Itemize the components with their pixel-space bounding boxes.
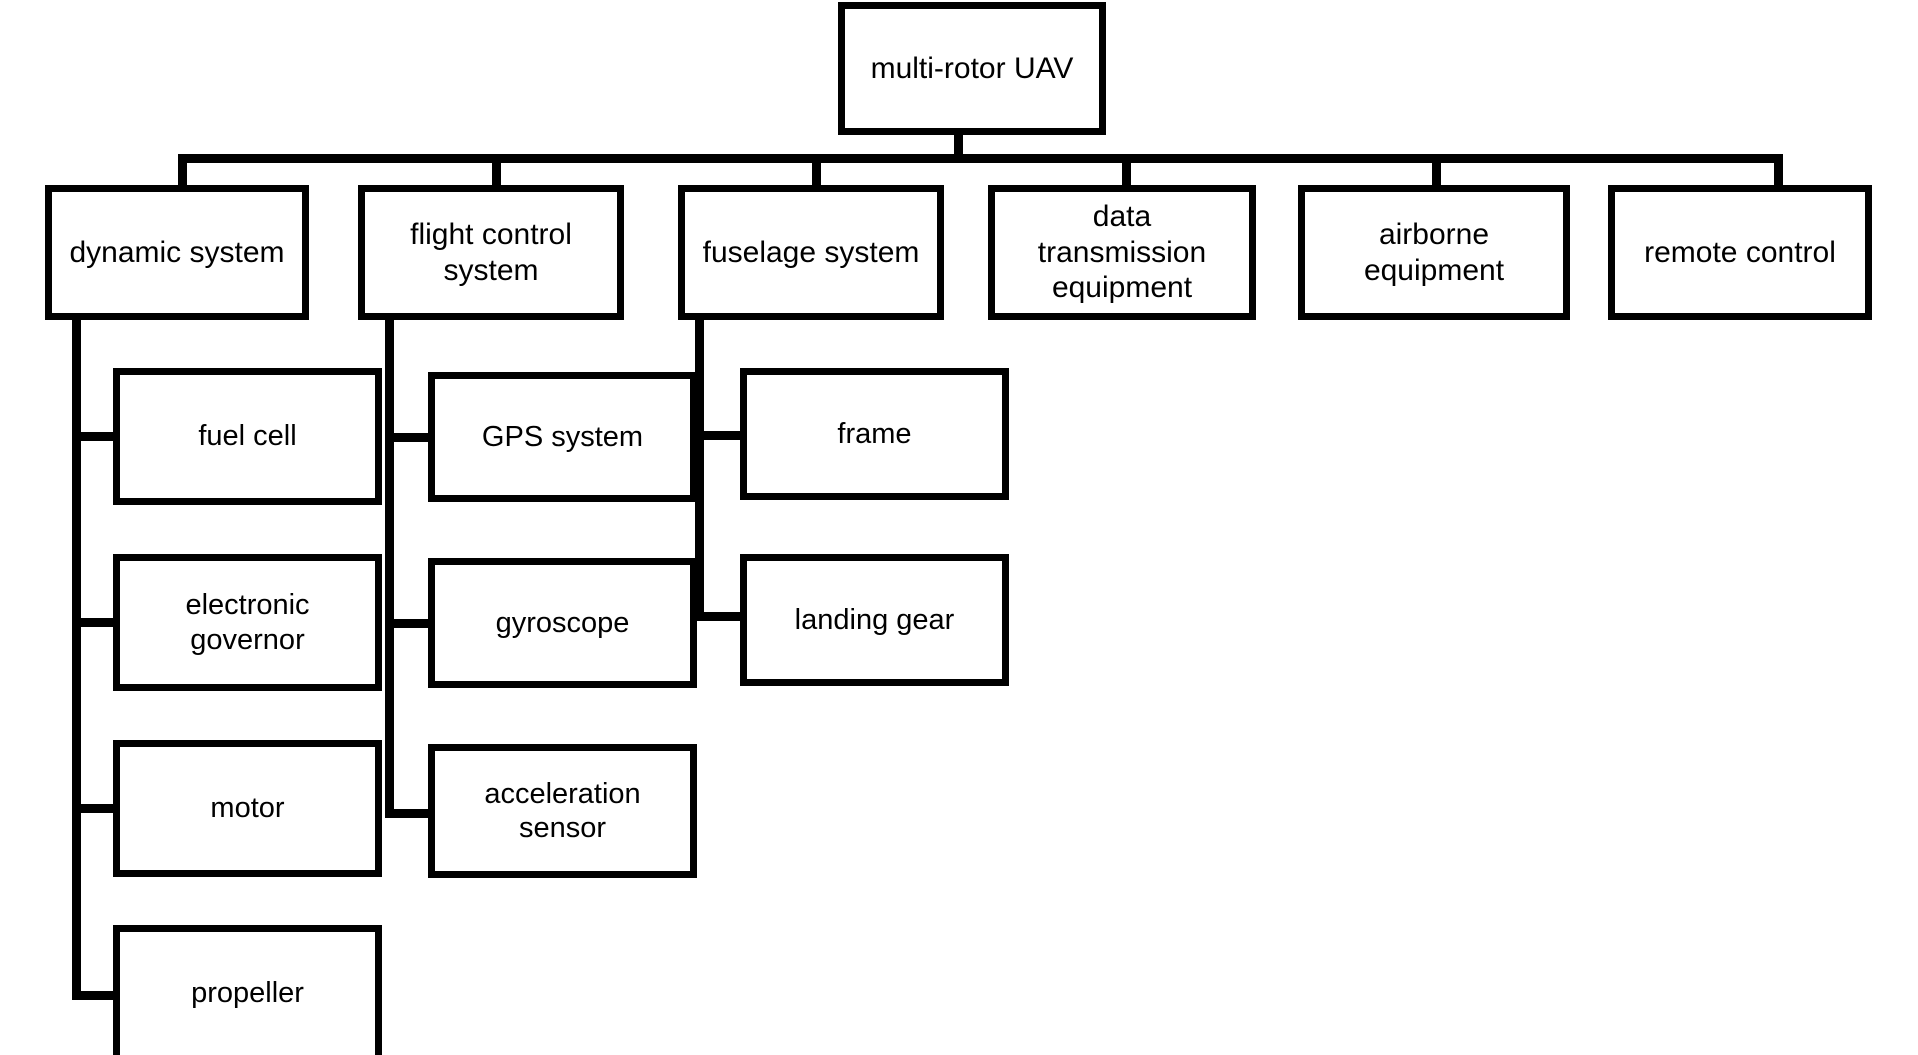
level2-drop-4: [1432, 154, 1441, 187]
node-label: frame: [837, 417, 912, 450]
dynamic-system-trunk: [72, 318, 81, 1000]
level2-drop-2: [812, 154, 821, 187]
node-gyroscope[interactable]: gyroscope: [428, 558, 697, 688]
level2-drop-1: [492, 154, 501, 187]
dynamic-system-stub-2: [72, 804, 118, 813]
node-label: landing gear: [794, 603, 955, 636]
fuselage-stub-0: [695, 431, 745, 440]
node-motor[interactable]: motor: [113, 740, 382, 877]
node-label: data transmission equipment: [1037, 200, 1207, 305]
node-label: flight control system: [410, 218, 572, 287]
node-fuel-cell[interactable]: fuel cell: [113, 368, 382, 505]
node-dynamic-system[interactable]: dynamic system: [45, 185, 309, 320]
node-label: GPS system: [481, 420, 644, 453]
flight-control-stub-0: [385, 433, 433, 442]
node-data-transmission-equipment[interactable]: data transmission equipment: [988, 185, 1256, 320]
node-label: remote control: [1644, 235, 1836, 269]
dynamic-system-stub-1: [72, 618, 118, 627]
node-label: acceleration sensor: [484, 777, 641, 844]
node-label: gyroscope: [495, 606, 630, 639]
node-acceleration-sensor[interactable]: acceleration sensor: [428, 744, 697, 878]
node-label: dynamic system: [69, 235, 285, 269]
level2-drop-5: [1774, 154, 1783, 187]
root-stem-connector: [954, 133, 963, 161]
flight-control-trunk: [385, 318, 394, 818]
node-label: propeller: [191, 977, 304, 1010]
node-propeller[interactable]: propeller: [113, 925, 382, 1055]
level2-horizontal-bus: [178, 154, 1782, 163]
flight-control-stub-2: [385, 809, 433, 818]
node-label: fuel cell: [198, 420, 297, 453]
node-frame[interactable]: frame: [740, 368, 1009, 500]
fuselage-stub-1: [695, 612, 745, 621]
node-label: electronic governor: [185, 589, 310, 656]
node-electronic-governor[interactable]: electronic governor: [113, 554, 382, 691]
node-fuselage-system[interactable]: fuselage system: [678, 185, 944, 320]
node-landing-gear[interactable]: landing gear: [740, 554, 1009, 686]
dynamic-system-stub-3: [72, 991, 118, 1000]
node-label: airborne equipment: [1363, 218, 1505, 287]
fuselage-trunk: [695, 318, 704, 621]
dynamic-system-stub-0: [72, 432, 118, 441]
node-label: motor: [210, 792, 285, 825]
flight-control-stub-1: [385, 619, 433, 628]
node-airborne-equipment[interactable]: airborne equipment: [1298, 185, 1570, 320]
node-label: multi-rotor UAV: [870, 51, 1074, 85]
node-gps-system[interactable]: GPS system: [428, 372, 697, 502]
node-remote-control[interactable]: remote control: [1608, 185, 1872, 320]
level2-drop-3: [1122, 154, 1131, 187]
node-label: fuselage system: [702, 235, 920, 269]
node-multi-rotor-uav[interactable]: multi-rotor UAV: [838, 2, 1106, 135]
node-flight-control-system[interactable]: flight control system: [358, 185, 624, 320]
level2-drop-0: [178, 154, 187, 187]
